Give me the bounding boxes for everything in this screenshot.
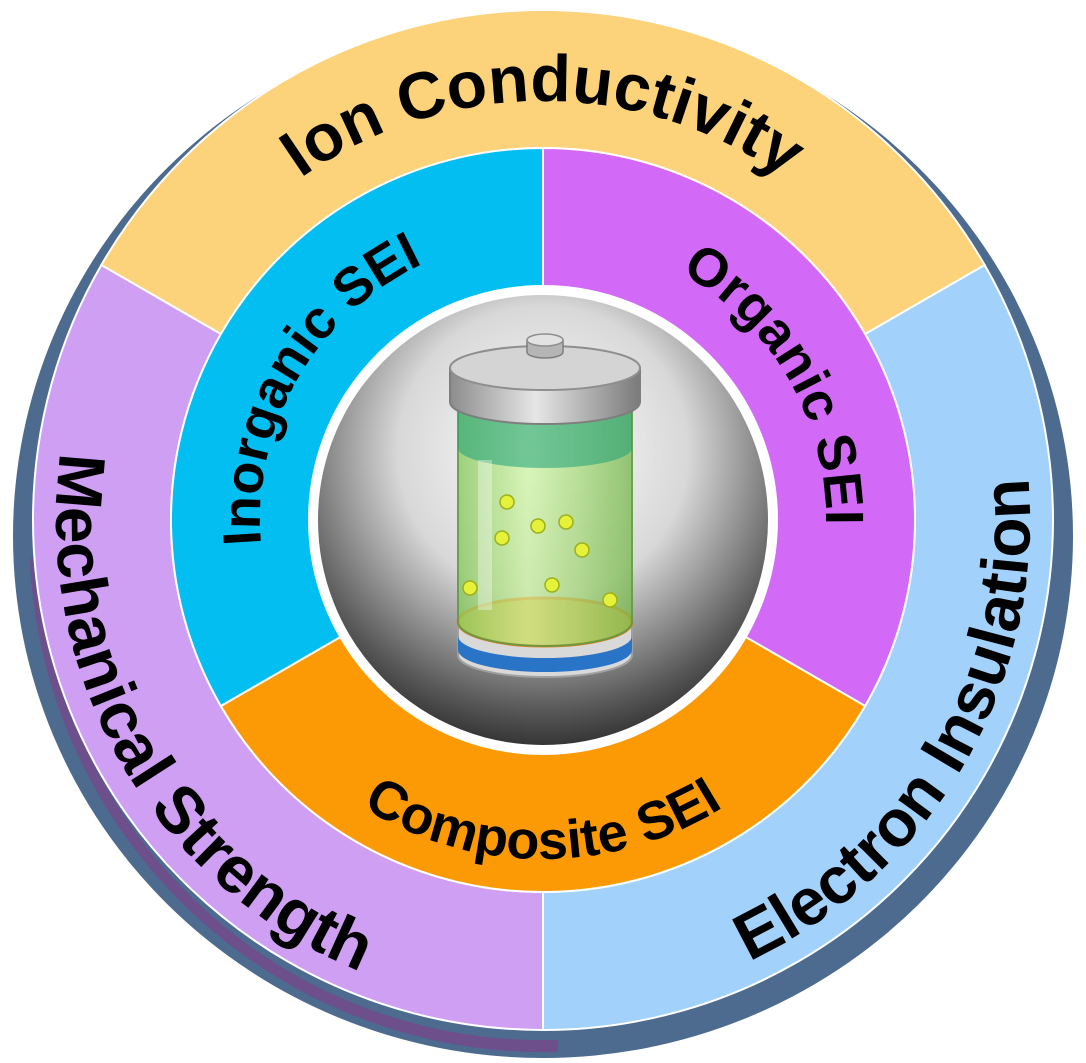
particle-7 — [602, 592, 618, 608]
particle-0 — [499, 494, 515, 510]
particle-2 — [558, 514, 574, 530]
particle-5 — [462, 580, 478, 596]
lithium-particles — [462, 494, 618, 608]
particle-6 — [544, 577, 560, 593]
particle-4 — [574, 542, 590, 558]
particle-1 — [530, 518, 546, 534]
particle-3 — [494, 530, 510, 546]
battery-icon — [449, 333, 641, 678]
